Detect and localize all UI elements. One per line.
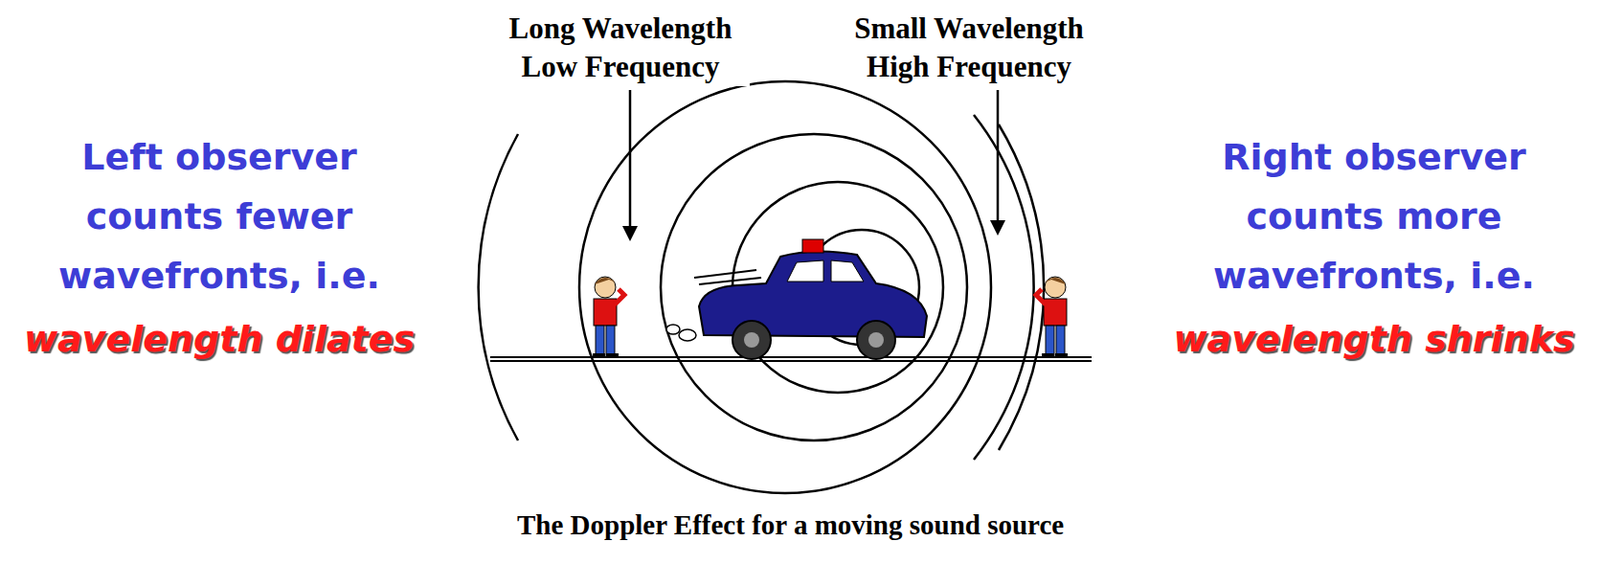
observer-note: Right observer counts more wavefronts, i…	[1163, 127, 1585, 306]
wavefront	[660, 134, 968, 441]
wavefront-arc	[478, 134, 519, 441]
observer-conclusion: wavelength shrinks	[1163, 307, 1585, 371]
figure-caption: The Doppler Effect for a moving sound so…	[517, 507, 1064, 542]
frequency-label: Long Wavelength Low Frequency	[491, 9, 750, 87]
car-body	[698, 250, 927, 338]
wheel-hub	[743, 332, 760, 348]
observer-conclusion: wavelength dilates	[8, 307, 430, 371]
ground-line	[490, 360, 1092, 362]
car-window	[787, 260, 824, 282]
observer-head	[594, 276, 616, 298]
wavefront-arc	[998, 124, 1044, 451]
arrow-head	[990, 220, 1006, 236]
car-spoiler	[698, 277, 762, 285]
ground-line	[490, 356, 1092, 359]
siren	[802, 239, 824, 253]
observer-shoe	[1041, 353, 1055, 359]
observer-shoe	[1055, 353, 1068, 359]
observer-arm	[614, 289, 625, 305]
car-spoiler	[694, 270, 757, 278]
wavefront-arc	[973, 114, 1035, 460]
car-wheel	[732, 320, 771, 360]
observer-note: Left observer counts fewer wavefronts, i…	[8, 127, 430, 306]
observer-leg	[606, 325, 615, 357]
wheel-hub	[868, 332, 884, 348]
observer-head	[1044, 276, 1066, 298]
frequency-label: Small Wavelength High Frequency	[839, 9, 1099, 87]
observer-hair	[1044, 277, 1066, 285]
observer-arm	[1036, 289, 1046, 305]
wavefront	[579, 81, 992, 494]
observer-leg	[1045, 325, 1055, 357]
car-wheel	[856, 320, 896, 360]
observer-leg	[595, 325, 605, 357]
pointer-arrow	[629, 90, 632, 228]
observer-leg	[1056, 325, 1065, 357]
observer-shoe	[606, 353, 619, 359]
arrow-head	[622, 225, 638, 242]
exhaust-puff	[678, 329, 697, 341]
car-window	[831, 260, 864, 282]
exhaust-puff	[666, 324, 680, 335]
pointer-arrow	[996, 90, 1000, 223]
observer-shoe	[592, 353, 606, 359]
observer-hair	[594, 277, 616, 285]
